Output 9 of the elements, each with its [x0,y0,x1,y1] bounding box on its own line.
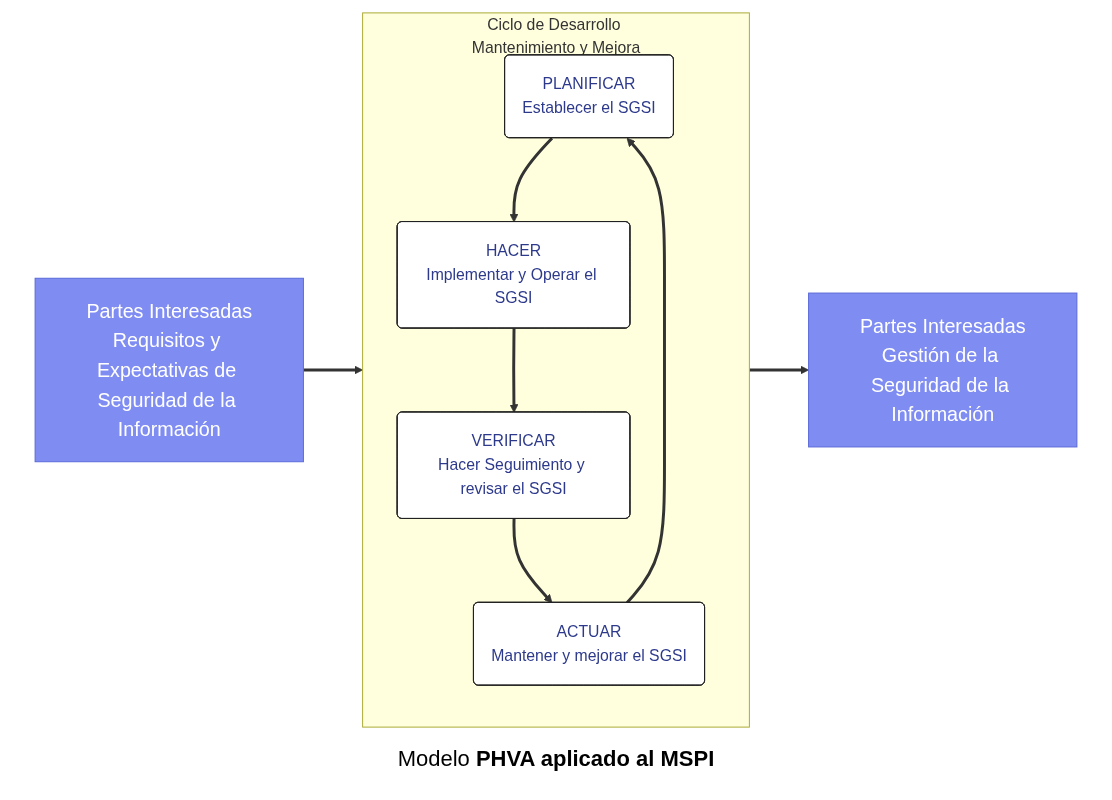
arrow [749,365,809,375]
arrow [303,365,363,375]
arrow [512,518,553,604]
arrow [509,137,554,223]
node-box: Partes Interesadas Gestión de la Seguridad de la Información [808,292,1078,448]
arrow [509,328,519,413]
diagram-caption: Modelo PHVA aplicado al MSPI [397,746,715,772]
arrow [625,137,666,604]
node-box: Partes Interesadas Requisitos y Expectativas de Seguridad de la Información [34,277,304,463]
